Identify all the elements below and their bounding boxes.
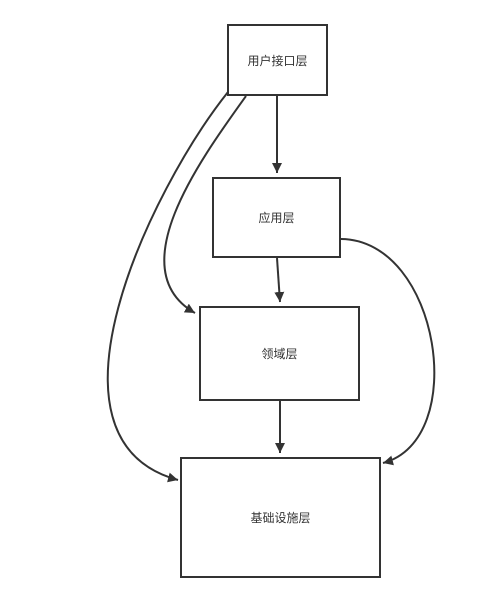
node-label: 基础设施层 [250,511,311,525]
node-user-interface-layer[interactable]: 用户接口层 [227,24,328,96]
edge-app-to-domain [274,257,285,303]
node-label: 应用层 [258,211,295,225]
edge-ui-to-domain [163,95,247,314]
node-domain-layer[interactable]: 领域层 [199,306,360,401]
node-infrastructure-layer[interactable]: 基础设施层 [180,457,381,578]
node-application-layer[interactable]: 应用层 [212,177,341,258]
edge-app-to-infra [340,238,436,466]
node-label: 领域层 [261,347,298,361]
edge-ui-to-infra [106,91,229,483]
node-label: 用户接口层 [247,53,308,68]
